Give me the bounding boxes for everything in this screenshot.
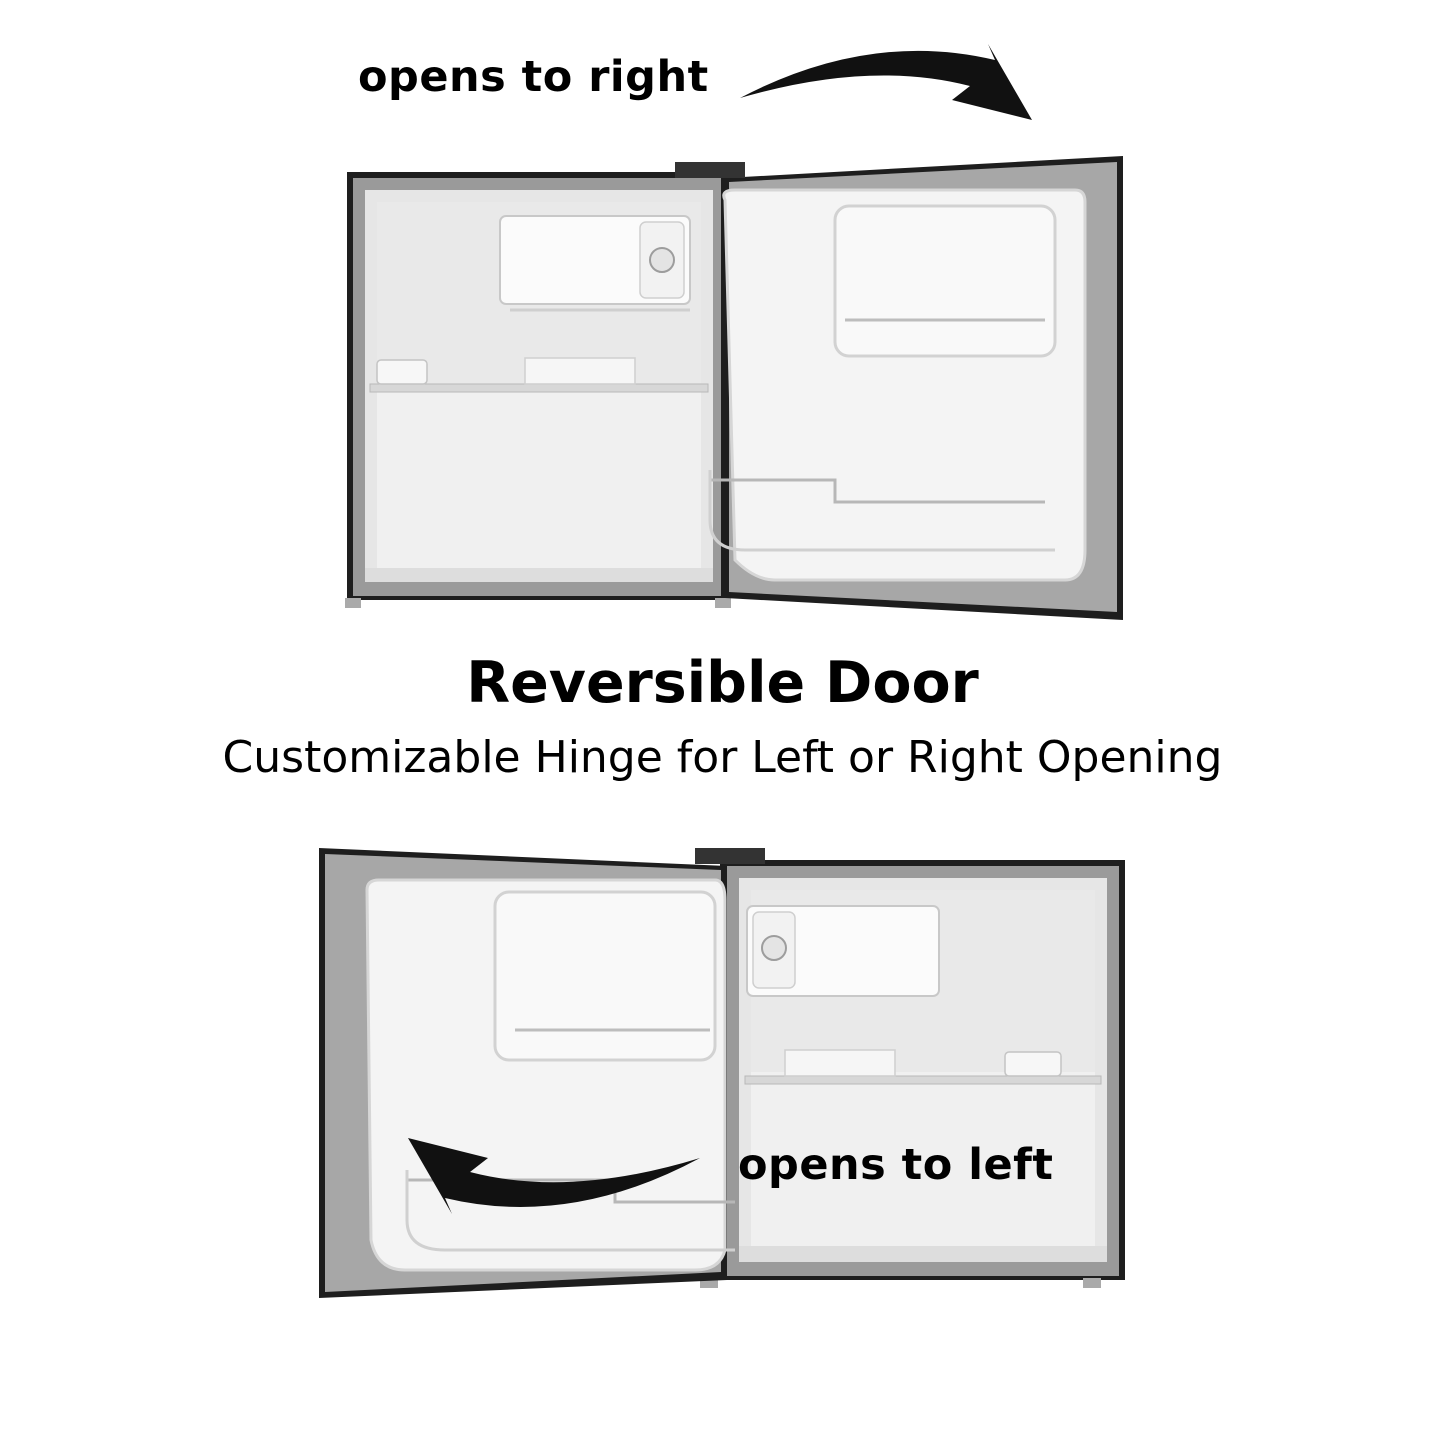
ice-tray [1004,1051,1062,1077]
hinge-cap [675,162,745,178]
door-upper-bin [833,204,1057,358]
fridge-image-left-opening [319,848,1125,1298]
opens-to-left-label: opens to left [738,1140,1054,1190]
fridge-image-right-opening [345,156,1123,620]
opens-to-right-label: opens to right [358,52,709,102]
thermostat-dial [761,935,787,961]
door-upper-bin [493,890,717,1062]
curved-arrow-left-icon [408,1138,700,1214]
drip-tray [784,1049,896,1077]
thermostat-dial [649,247,675,273]
door-lower-rail [710,478,1045,504]
hinge-cap [695,848,765,864]
curved-arrow-right-icon [740,44,1032,120]
page-subtitle: Customizable Hinge for Left or Right Ope… [222,732,1223,783]
page-title: Reversible Door [466,650,979,716]
ice-tray [376,359,428,385]
drip-tray [524,357,636,385]
glass-shelf [744,1075,1102,1085]
glass-shelf [369,383,709,393]
